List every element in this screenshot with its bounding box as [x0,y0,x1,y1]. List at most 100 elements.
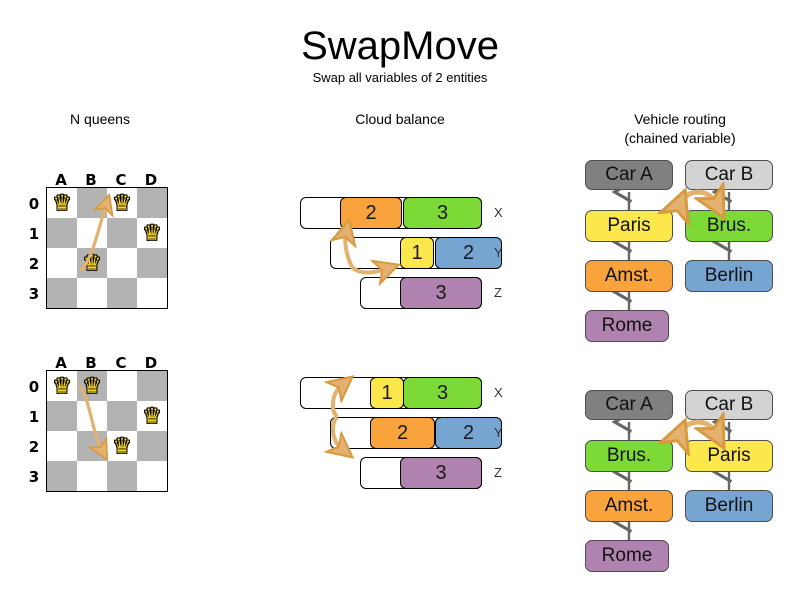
cb-row-y: 2 2 [330,417,502,449]
file-label-b: B [85,171,97,189]
cb-label-x: X [494,205,503,220]
cell-a1[interactable] [47,218,77,248]
cb-row-y: 1 2 [330,237,502,269]
vehicle-node-car-b[interactable]: Car B [685,390,773,420]
cb-segment-value: 3 [435,461,447,484]
cb-segment-value: 3 [436,201,449,224]
vehicle-label: Car A [605,164,653,185]
cb-segment-value: 2 [365,201,377,224]
stop-node-berlin[interactable]: Berlin [685,490,773,522]
cb-segment-process[interactable]: 2 [435,237,502,269]
cell-c2[interactable] [107,248,137,278]
cell-d1[interactable]: ♛ [137,401,167,431]
cell-b0[interactable]: ♛ [77,371,107,401]
stop-label: Berlin [704,495,754,516]
cb-segment-process[interactable]: 1 [400,237,434,269]
stop-node-berlin[interactable]: Berlin [685,260,773,292]
stop-label: Brus. [606,445,652,466]
cell-d3[interactable] [137,278,167,308]
rank-label-1: 1 [28,225,40,243]
file-label-d: D [144,354,158,372]
stop-node-amst[interactable]: Amst. [585,490,673,522]
cb-segment-value: 3 [435,281,447,304]
stop-label: Berlin [704,265,754,286]
file-label-d: D [144,171,158,189]
file-label-c: C [115,354,127,372]
vehiclerouting-after: Car A Brus. Amst. Rome Car B Paris Berli… [570,380,790,580]
cell-a1[interactable] [47,401,77,431]
vehicle-node-car-a[interactable]: Car A [585,390,673,420]
queen-icon: ♛ [82,374,102,398]
cell-b3[interactable] [77,278,107,308]
cb-row-x: 2 3 [300,197,490,229]
queen-icon: ♛ [112,191,132,215]
rank-label-0: 0 [28,378,40,396]
column-header-vehicle-routing-sub: (chained variable) [624,130,736,146]
cell-c1[interactable] [107,401,137,431]
cb-segment-value: 1 [381,381,393,404]
stop-label: Rome [601,545,653,566]
cb-label-z: Z [494,285,502,300]
cb-segment-process[interactable]: 3 [403,377,482,409]
cb-label-y: Y [494,245,503,260]
cb-segment-process[interactable]: 2 [435,417,502,449]
cb-segment-process[interactable]: 3 [400,457,482,489]
move-arrow-after [78,385,180,508]
page-title: SwapMove [301,24,499,68]
column-header-vehicle-routing: Vehicle routing [634,111,726,127]
cell-d2[interactable] [137,431,167,461]
cell-b3[interactable] [77,461,107,491]
cloudbalance-before: 2 3 X 1 2 Y 3 Z [290,175,520,325]
cb-row-z: 3 [360,457,490,489]
cb-segment-value: 2 [396,421,409,444]
stop-label: Amst. [604,495,654,516]
cb-segment-process[interactable]: 3 [403,197,482,229]
stop-node-amst[interactable]: Amst. [585,260,673,292]
vehicle-label: Car B [704,394,754,415]
cell-c0[interactable] [107,371,137,401]
cb-label-y: Y [494,425,503,440]
cell-d0[interactable] [137,371,167,401]
file-label-c: C [115,171,127,189]
cb-segment-value: 2 [462,241,475,264]
cell-c3[interactable] [107,461,137,491]
file-label-a: A [55,171,67,189]
cb-label-z: Z [494,465,502,480]
cell-a3[interactable] [47,461,77,491]
vehicle-label: Car A [605,394,653,415]
cb-segment-value: 2 [462,421,475,444]
stop-node-rome[interactable]: Rome [585,540,669,572]
cell-a2[interactable] [47,248,77,278]
vr-swap-arrow-after [570,380,790,580]
cb-segment-value: 1 [411,241,423,264]
rank-label-3: 3 [28,468,40,486]
cell-a0[interactable]: ♛ [47,188,77,218]
cb-segment-process[interactable]: 3 [400,277,482,309]
move-arrow-before [78,175,180,273]
cell-c2[interactable]: ♛ [107,431,137,461]
cell-a0[interactable]: ♛ [47,371,77,401]
chessboard-grid[interactable]: ♛ ♛ ♛ ♛ [46,370,168,492]
cell-a2[interactable] [47,431,77,461]
cell-a3[interactable] [47,278,77,308]
cell-c3[interactable] [107,278,137,308]
cell-c1[interactable] [107,218,137,248]
cb-row-z: 3 [360,277,490,309]
stop-node-rome[interactable]: Rome [585,310,669,342]
stop-label: Paris [607,215,651,236]
cell-d3[interactable] [137,461,167,491]
cell-b2[interactable]: ♛ [77,248,107,278]
stop-label: Rome [601,315,653,336]
cb-swap-arrow-after [290,355,520,505]
cell-d2[interactable] [137,248,167,278]
cell-d1[interactable]: ♛ [137,218,167,248]
cb-segment-process[interactable]: 2 [370,417,435,449]
vehiclerouting-before: Car A Paris Amst. Rome Car B Brus. Berli… [570,150,790,350]
cell-d0[interactable] [137,188,167,218]
stop-label: Amst. [604,265,654,286]
queen-icon: ♛ [52,374,72,398]
file-label-a: A [55,354,67,372]
queen-icon: ♛ [142,221,162,245]
cloudbalance-after: 1 3 X 2 2 Y 3 Z [290,355,520,505]
